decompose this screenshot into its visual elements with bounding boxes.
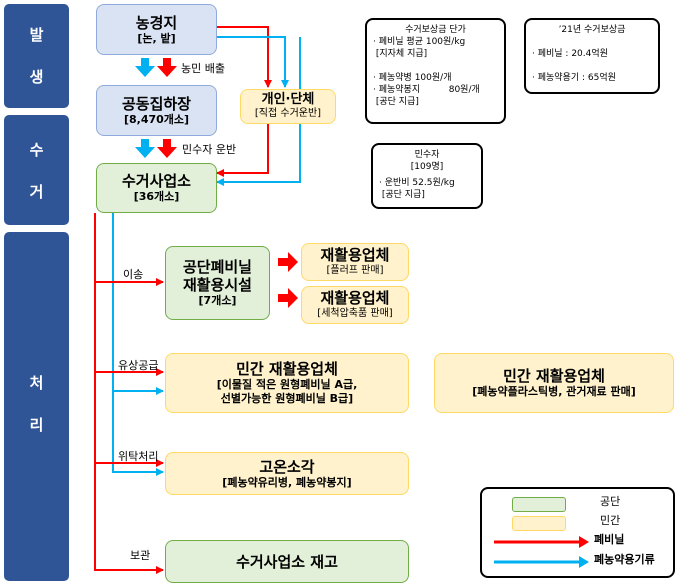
- legend: 공단 민간 폐비닐 폐농약용기류: [480, 487, 675, 578]
- private-collector-line-2: [109명]: [410, 162, 444, 172]
- compensation-line-5: · 폐농약용기 : 65억원: [532, 73, 616, 83]
- public-facility-box: 공단폐비닐 재활용시설 [7개소]: [165, 246, 270, 320]
- incineration-box: 고온소각 [폐농약유리병, 폐농약봉지]: [165, 452, 409, 495]
- farmland-title: 농경지: [135, 13, 178, 32]
- unit-price-line-4: [373, 60, 498, 72]
- label-paid-supply: 유상공급: [118, 359, 159, 372]
- recycler-wash-box: 재활용업체 [세척압축품 판매]: [301, 286, 409, 324]
- collector-box: 수거사업소 [36개소]: [96, 163, 217, 213]
- stage-processing: 처 리: [4, 232, 69, 581]
- private-collector-line-4: · 운반비 52.5원/kg: [379, 178, 455, 188]
- private-recycler-box: 민간 재활용업체 [이물질 적은 원형폐비닐 A급, 선별가능한 원형폐비닐 B…: [165, 353, 409, 413]
- public-facility-title-2: 재활용시설: [182, 276, 252, 294]
- collector-sub: [36개소]: [133, 190, 180, 203]
- legend-label-vinyl: 폐비닐: [594, 533, 625, 546]
- label-private-transport: 민수자 운반: [182, 143, 237, 156]
- individual-title: 개인·단체: [261, 92, 315, 107]
- flow-blue-trunk: [112, 213, 164, 476]
- stage-generation: 발 생: [4, 4, 69, 108]
- stage-processing-char-2: 리: [29, 416, 44, 434]
- private-recycler-sub-2: 선별가능한 원형폐비닐 B급]: [220, 392, 354, 405]
- private-recycler-right-sub: [폐농약플라스틱병, 관거재료 판매]: [472, 385, 636, 398]
- arrows-farm-down: [135, 58, 177, 77]
- unit-price-line-2: · 폐비닐 평균 100원/kg: [373, 37, 466, 47]
- compensation-line-1: ’21년 수거보상금: [558, 25, 626, 35]
- flow-red-individual-to-collector: [216, 124, 269, 177]
- legend-label-private: 민간: [600, 514, 621, 527]
- unit-price-line-1: 수거보상금 단가: [405, 25, 466, 35]
- incineration-title: 고온소각: [259, 457, 315, 476]
- farmland-box: 농경지 [논, 밭]: [96, 4, 217, 55]
- arrows-collection-down: [135, 139, 177, 158]
- public-facility-title-1: 공단폐비닐: [182, 258, 252, 276]
- legend-label-public: 공단: [600, 495, 621, 508]
- flow-red-farm-to-individual: [217, 26, 272, 88]
- flow-blue-farm-to-collector: [216, 37, 301, 186]
- private-recycler-right-box: 민간 재활용업체 [폐농약플라스틱병, 관거재료 판매]: [434, 353, 674, 413]
- label-consignment: 위탁처리: [118, 450, 159, 463]
- recycler-wash-title: 재활용업체: [320, 289, 390, 307]
- farmland-sub: [논, 밭]: [137, 31, 176, 45]
- private-collector-line-5: [공단 지급]: [379, 190, 425, 200]
- private-collector-note: 민수자 [109명] · 운반비 52.5원/kg [공단 지급]: [371, 143, 483, 209]
- recycler-wash-sub: [세척압축품 판매]: [317, 308, 393, 319]
- flow-red-trunk: [94, 213, 164, 574]
- legend-red-arrow: [494, 536, 589, 548]
- individual-sub: [직접 수거운반]: [254, 108, 322, 119]
- compensation-line-4: [532, 60, 652, 72]
- individual-box: 개인·단체 [직접 수거운반]: [240, 89, 336, 124]
- private-recycler-sub-1: [이물질 적은 원형폐비닐 A급,: [216, 378, 358, 391]
- collection-site-sub: [8,470개소]: [123, 112, 190, 126]
- stage-collection: 수 거: [4, 115, 69, 225]
- incineration-sub: [폐농약유리병, 폐농약봉지]: [222, 475, 352, 489]
- public-facility-sub: [7개소]: [198, 294, 237, 307]
- storage-box: 수거사업소 재고: [165, 540, 409, 583]
- unit-price-line-5: · 폐농약병 100원/개: [373, 73, 452, 83]
- private-collector-line-1: 민수자: [414, 150, 440, 160]
- unit-price-line-6: · 폐농약봉지 80원/개: [373, 85, 480, 95]
- private-recycler-title: 민간 재활용업체: [236, 360, 338, 378]
- stage-generation-char-1: 발: [29, 26, 44, 44]
- arrow-to-recycler-wash: [278, 288, 298, 308]
- legend-label-pesticide-container: 폐농약용기류: [594, 553, 655, 566]
- private-recycler-right-title: 민간 재활용업체: [503, 367, 605, 385]
- recycler-pellet-title: 재활용업체: [320, 246, 390, 264]
- unit-price-line-7: [공단 지급]: [373, 97, 419, 107]
- collection-site-box: 공동집하장 [8,470개소]: [96, 85, 217, 136]
- storage-title: 수거사업소 재고: [236, 552, 338, 571]
- collection-site-title: 공동집하장: [121, 94, 191, 113]
- label-storage: 보관: [130, 549, 151, 562]
- unit-price-note: 수거보상금 단가 · 폐비닐 평균 100원/kg [지자체 지급] · 폐농약…: [365, 18, 506, 124]
- legend-blue-arrow: [494, 556, 589, 568]
- recycler-pellet-sub: [플러프 판매]: [326, 265, 384, 276]
- stage-collection-char-1: 수: [29, 141, 44, 159]
- legend-swatch-private: [512, 516, 566, 531]
- recycler-pellet-box: 재활용업체 [플러프 판매]: [301, 243, 409, 281]
- stage-processing-char-1: 처: [29, 374, 44, 392]
- compensation-line-2: [532, 36, 652, 48]
- unit-price-line-3: [지자체 지급]: [373, 49, 428, 59]
- compensation-line-3: · 폐비닐 : 20.4억원: [532, 49, 608, 59]
- legend-swatch-public: [512, 497, 566, 512]
- collector-title: 수거사업소: [121, 172, 191, 190]
- flow-blue-farm-to-individual: [217, 36, 289, 88]
- stage-generation-char-2: 생: [29, 68, 44, 86]
- compensation-2021-note: ’21년 수거보상금 · 폐비닐 : 20.4억원 · 폐농약용기 : 65억원: [524, 18, 660, 94]
- label-farmer-discharge: 농민 배출: [181, 62, 225, 75]
- arrow-to-recycler-pellet: [278, 252, 298, 272]
- label-transfer: 이송: [123, 268, 144, 281]
- stage-collection-char-2: 거: [29, 183, 44, 201]
